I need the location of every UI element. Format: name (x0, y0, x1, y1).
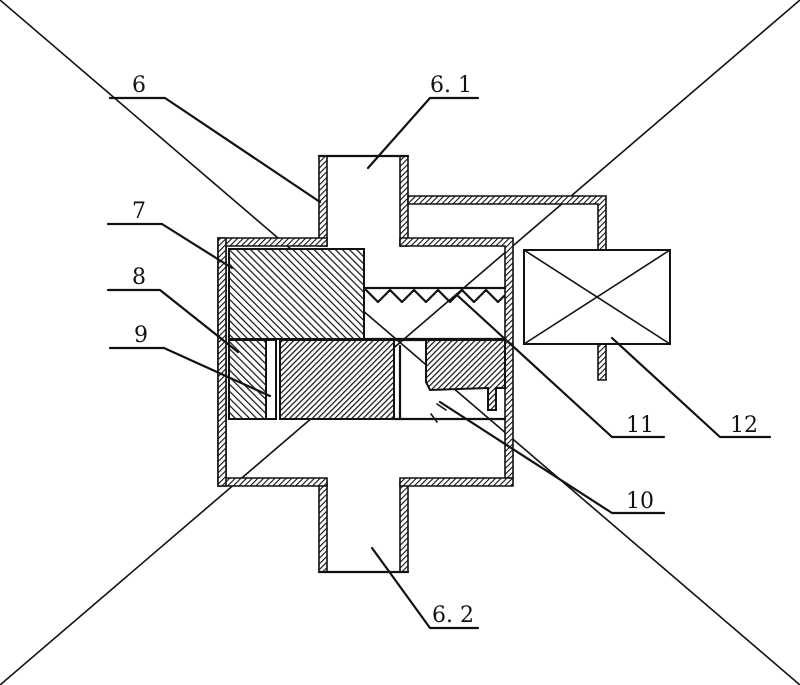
label-8: 8 (132, 265, 146, 290)
label-7: 7 (132, 199, 146, 224)
top-pipe-6-1 (317, 154, 410, 247)
label-6-1: 6. 1 (430, 73, 472, 98)
box-12 (523, 249, 671, 345)
label-6: 6 (132, 73, 146, 98)
housing-body (217, 237, 514, 487)
label-9: 9 (134, 323, 148, 348)
label-11: 11 (626, 413, 654, 438)
label-12: 12 (730, 413, 758, 438)
block-7 (228, 248, 365, 340)
leader-lines (106, 96, 772, 630)
slot-9 (265, 339, 277, 420)
bottom-pipe-6-2 (317, 481, 410, 574)
label-10: 10 (626, 489, 654, 514)
label-6-2: 6. 2 (432, 603, 474, 628)
valve-part-10 (392, 338, 507, 423)
center-block (279, 339, 395, 420)
